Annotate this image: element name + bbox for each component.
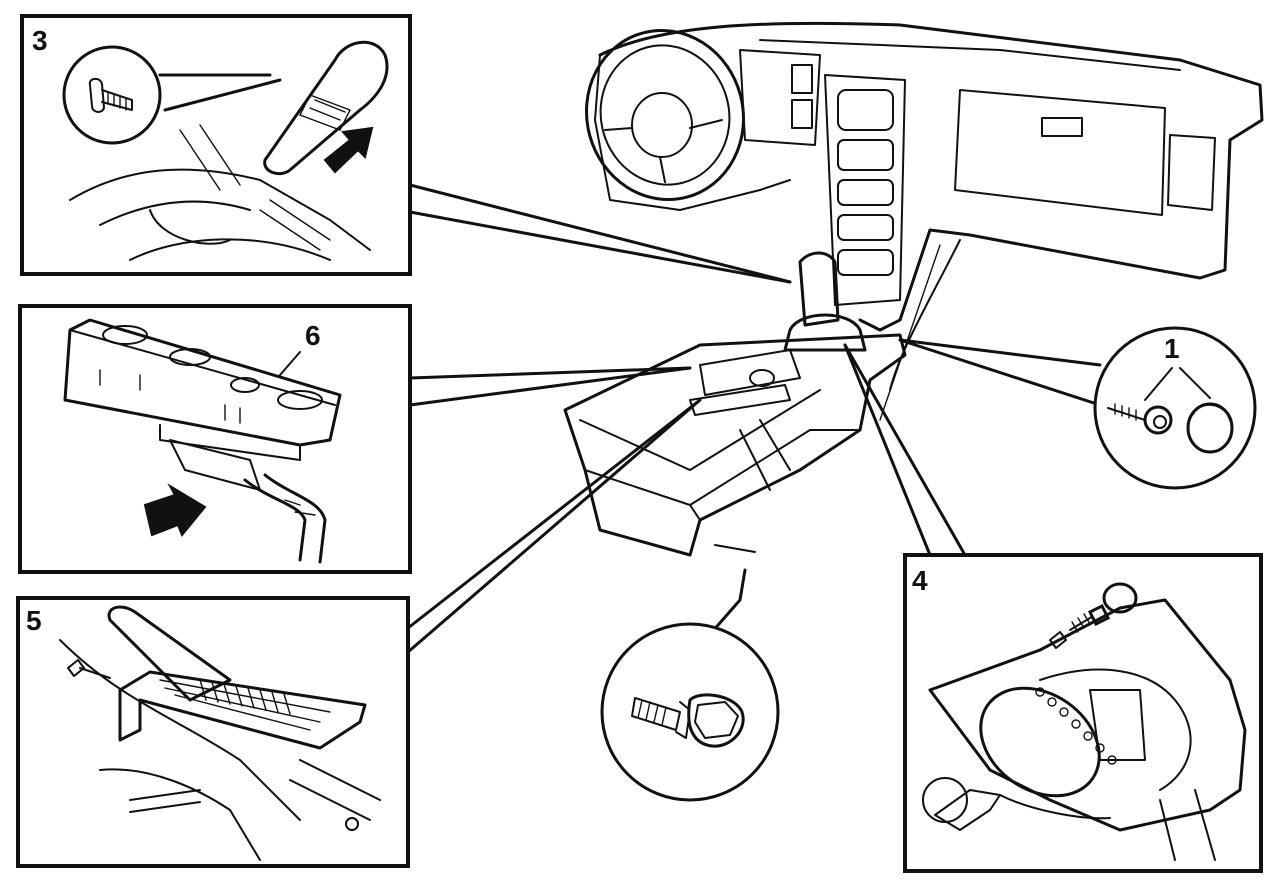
- detail-panel-6: 6: [18, 304, 412, 574]
- callout-4: 4: [912, 565, 928, 596]
- screw-icon: [88, 77, 133, 113]
- detail-circle-bolt: [600, 622, 780, 802]
- detail-circle-1: 1: [1093, 326, 1257, 490]
- callout-6: 6: [305, 320, 321, 351]
- callout-5: 5: [26, 605, 42, 636]
- bulb-holder-icon: [922, 777, 1111, 831]
- screw-icon: [67, 659, 111, 679]
- arrow-icon: [143, 483, 207, 537]
- bolt-icon: [631, 693, 745, 748]
- cap-icon: [1102, 582, 1138, 614]
- screw-icon: [1107, 403, 1173, 435]
- callout-3: 3: [32, 25, 48, 56]
- shift-indicator: [1035, 687, 1117, 765]
- switch-panel-icon: [63, 318, 342, 461]
- arrow-icon: [323, 126, 374, 174]
- gear-lever-icon: [263, 40, 389, 176]
- detail-panel-3: 3: [20, 14, 412, 276]
- dashboard-illustration: [585, 21, 1264, 421]
- center-console: [563, 251, 907, 557]
- cap-icon: [1186, 402, 1234, 454]
- leader-lines: [406, 183, 1102, 654]
- detail-panel-4: 4: [903, 553, 1263, 873]
- callout-1: 1: [1164, 333, 1180, 364]
- detail-panel-5: 5: [16, 596, 410, 868]
- gear-lever-icon: [798, 251, 840, 327]
